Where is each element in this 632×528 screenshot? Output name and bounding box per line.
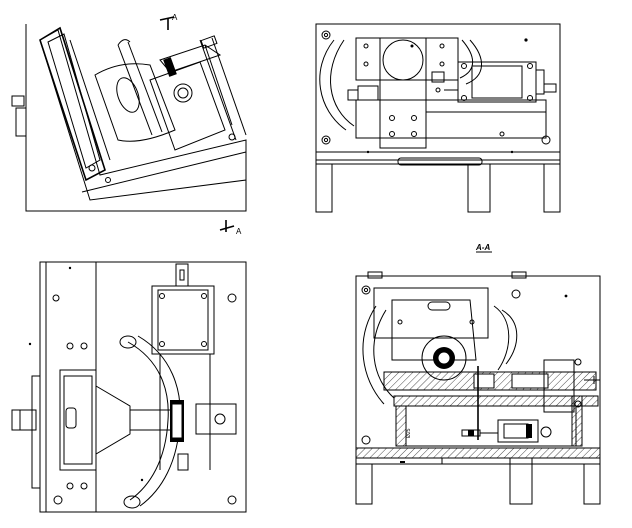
side-cylinder (151, 285, 215, 355)
section-cylinder-end (543, 359, 575, 413)
section-bracket (373, 287, 489, 339)
front-rail (355, 99, 547, 139)
section-leg-right (583, 463, 601, 505)
section-base-plate (355, 447, 601, 459)
side-view (11, 261, 247, 513)
iso-wheel-hub (94, 63, 176, 142)
iso-view-frame (25, 24, 247, 212)
side-shaft-stub (11, 409, 37, 431)
iso-housing-block (149, 61, 226, 151)
cut-marker-bottom: A (236, 227, 242, 236)
front-hose-left (319, 39, 347, 131)
iso-back-plate (39, 26, 106, 182)
iso-view: A A (11, 13, 247, 236)
iso-gear (163, 57, 177, 77)
section-title: A-A (475, 243, 490, 252)
iso-bore (173, 83, 193, 103)
cut-marker-top: A (172, 13, 178, 22)
side-hub-body (59, 369, 97, 471)
cut-line-top-icon (159, 16, 175, 21)
section-view: Ø25 (355, 271, 601, 505)
front-hose-right (459, 39, 474, 79)
front-leg-right (543, 163, 561, 213)
front-leg-mid (467, 163, 491, 213)
section-leg-left (355, 463, 373, 505)
section-dimension: Ø25 (406, 428, 412, 438)
front-view (315, 23, 561, 213)
section-hose-left (362, 305, 385, 405)
iso-base-plate (39, 29, 247, 201)
side-handwheel-rim (127, 341, 169, 501)
cut-line-bottom-icon (219, 225, 235, 231)
front-gear-disc (382, 39, 424, 81)
section-hose-right (501, 309, 518, 365)
side-frame (39, 261, 247, 513)
section-leg-mid (509, 457, 533, 505)
side-neck (95, 385, 131, 455)
front-leg-left (315, 163, 333, 213)
